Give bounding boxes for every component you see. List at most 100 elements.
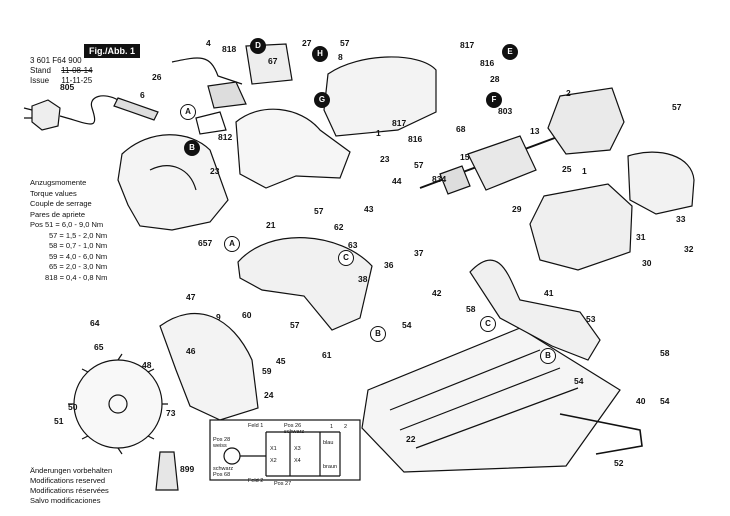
part-number: 657 (198, 238, 213, 248)
part-number: 61 (322, 350, 332, 360)
issue-date: 11-11-25 (61, 76, 93, 85)
callout-d: D (250, 38, 266, 54)
document-header: 3 601 F64 900 Stand 11-08-14 Issue 11-11… (30, 56, 93, 86)
part-number: 36 (384, 260, 394, 270)
part-number: 899 (180, 464, 195, 474)
part-number: 32 (684, 244, 694, 254)
torque-line: Anzugsmomente (30, 178, 87, 187)
part-number: 29 (512, 204, 522, 214)
torque-line: Pos 51 = 6,0 - 9,0 Nm (30, 220, 104, 229)
callout-a: A (180, 104, 196, 120)
torque-line: Torque values (30, 188, 77, 198)
part-number: 46 (186, 346, 196, 356)
part-number: 816 (480, 58, 495, 68)
part-number: 21 (266, 220, 276, 230)
part-number: 26 (152, 72, 162, 82)
wiring-label: schwarz (284, 429, 305, 435)
wiring-label: Pos 68 (213, 472, 231, 478)
part-number: 13 (530, 126, 540, 136)
part-number: 59 (262, 366, 272, 376)
part-number: 47 (186, 292, 196, 302)
note-line: Änderungen vorbehalten (30, 466, 113, 475)
part-number: 817 (460, 40, 475, 50)
part-number: 54 (402, 320, 412, 330)
doc-number: 3 601 F64 900 (30, 56, 82, 65)
part-number: 23 (380, 154, 390, 164)
parallel-guide (469, 259, 601, 361)
part-number: 6 (140, 90, 145, 100)
part-number: 834 (432, 174, 447, 184)
wiring-label: X4 (294, 458, 301, 464)
wiring-label: weiss (213, 443, 227, 449)
part-number: 30 (642, 258, 652, 268)
torque-line: Couple de serrage (30, 199, 92, 208)
stand-date: 11-08-14 (61, 66, 93, 75)
callout-b: B (540, 348, 556, 364)
handle-half-center (235, 108, 351, 189)
handle-housing-right (323, 56, 437, 137)
part-number: 8 (338, 52, 343, 62)
stand-label: Stand (30, 66, 51, 75)
end-cover (627, 151, 695, 215)
issue-line: Issue 11-11-25 (30, 76, 93, 86)
switch-unit (245, 43, 293, 85)
torque-line: 818 = 0,4 - 0,8 Nm (45, 272, 108, 282)
part-number: 62 (334, 222, 344, 232)
trigger (207, 81, 247, 109)
part-number: 67 (268, 56, 278, 66)
part-number: 23 (210, 166, 220, 176)
part-number: 1 (376, 128, 381, 138)
part-number: 1 (582, 166, 587, 176)
part-number: 33 (676, 214, 686, 224)
wiring-label: X1 (270, 446, 277, 452)
part-number: 57 (414, 160, 424, 170)
part-number: 24 (264, 390, 274, 400)
torque-line: Pares de apriete (30, 209, 86, 219)
wiring-label: Pos 26 (284, 423, 302, 429)
grease-tube (155, 451, 179, 491)
wiring-label: Feld 1 (248, 423, 264, 429)
part-number: 43 (364, 204, 374, 214)
part-number: 31 (636, 232, 646, 242)
torque-line: 58 = 0,7 - 1,0 Nm (49, 241, 108, 250)
commutator (439, 165, 471, 195)
wiring-label: X3 (294, 446, 301, 452)
part-number: 65 (94, 342, 104, 352)
part-number: 51 (54, 416, 64, 426)
wiring-diagram (209, 419, 361, 481)
note-line: Modifications réservées (30, 486, 109, 495)
saw-blade (73, 359, 163, 449)
stand-line: Stand 11-08-14 (30, 66, 93, 76)
callout-e: E (502, 44, 518, 60)
torque-line: 65 = 2,0 - 3,0 Nm (49, 262, 108, 271)
part-number: 803 (498, 106, 513, 116)
part-number: 58 (660, 348, 670, 358)
part-number: 27 (302, 38, 312, 48)
part-number: 64 (90, 318, 100, 328)
part-number: 63 (348, 240, 358, 250)
motor-housing (529, 183, 633, 271)
wiring-label: X2 (270, 458, 277, 464)
part-number: 68 (456, 124, 466, 134)
part-number: 25 (562, 164, 572, 174)
part-number: 50 (68, 402, 78, 412)
note-line: Salvo modificaciones (30, 496, 101, 505)
part-number: 57 (314, 206, 324, 216)
callout-g: G (314, 92, 330, 108)
callout-c: C (480, 316, 496, 332)
wiring-label: 2 (344, 424, 348, 430)
callout-h: H (312, 46, 328, 62)
part-number: 40 (636, 396, 646, 406)
part-number: 9 (216, 312, 221, 322)
part-number: 73 (166, 408, 176, 418)
part-number: 817 (392, 118, 407, 128)
hex-key (559, 413, 643, 455)
part-number: 28 (490, 74, 500, 84)
wiring-label: Pos 28 (213, 437, 231, 443)
upper-blade-guard (237, 237, 373, 331)
figure-label: Fig./Abb. 1 (84, 44, 140, 58)
part-number: 42 (432, 288, 442, 298)
torque-line: 59 = 4,0 - 6,0 Nm (49, 251, 108, 261)
wiring-label: blau (323, 440, 334, 446)
